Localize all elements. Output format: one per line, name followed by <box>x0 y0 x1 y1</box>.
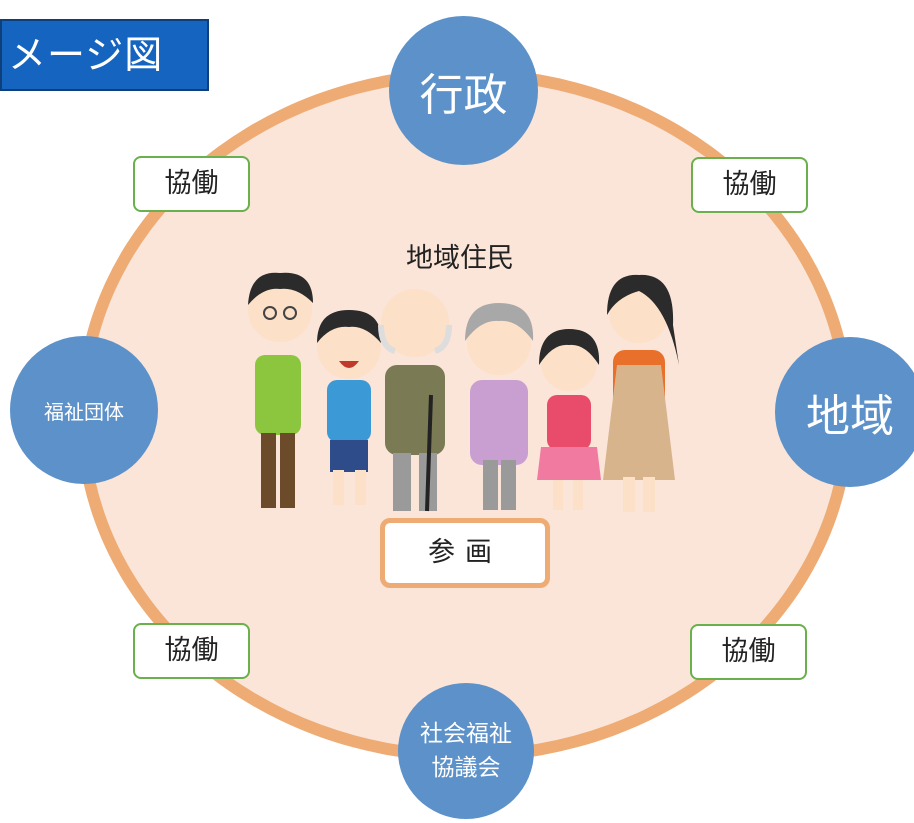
node-chiiki: 地域 <box>775 337 914 487</box>
node-gyosei: 行政 <box>389 16 538 165</box>
node-shakyo-line2: 協議会 <box>431 755 501 781</box>
residents-illustration <box>248 272 679 512</box>
person-father <box>248 272 313 508</box>
node-fukushi-dantai-label: 福祉団体 <box>44 399 124 424</box>
person-grandmother <box>465 303 534 510</box>
participation-box: 参画 <box>380 518 550 588</box>
person-mother <box>603 274 679 512</box>
node-chiiki-label: 地域 <box>806 391 894 442</box>
kyodo-box-top-right: 協働 <box>691 157 808 213</box>
kyodo-box-top-left: 協働 <box>133 156 250 212</box>
node-fukushi-dantai: 福祉団体 <box>10 336 158 484</box>
person-grandfather <box>378 289 452 512</box>
node-shakyo: 社会福祉 協議会 <box>398 683 534 819</box>
person-girl <box>537 329 601 510</box>
person-boy <box>317 310 382 505</box>
residents-label: 地域住民 <box>406 243 514 274</box>
kyodo-box-bottom-right: 協働 <box>690 624 807 680</box>
node-shakyo-line1: 社会福祉 <box>420 721 512 747</box>
kyodo-box-bottom-left: 協働 <box>133 623 250 679</box>
node-gyosei-label: 行政 <box>419 69 508 121</box>
title-banner: メージ図 <box>0 19 209 91</box>
